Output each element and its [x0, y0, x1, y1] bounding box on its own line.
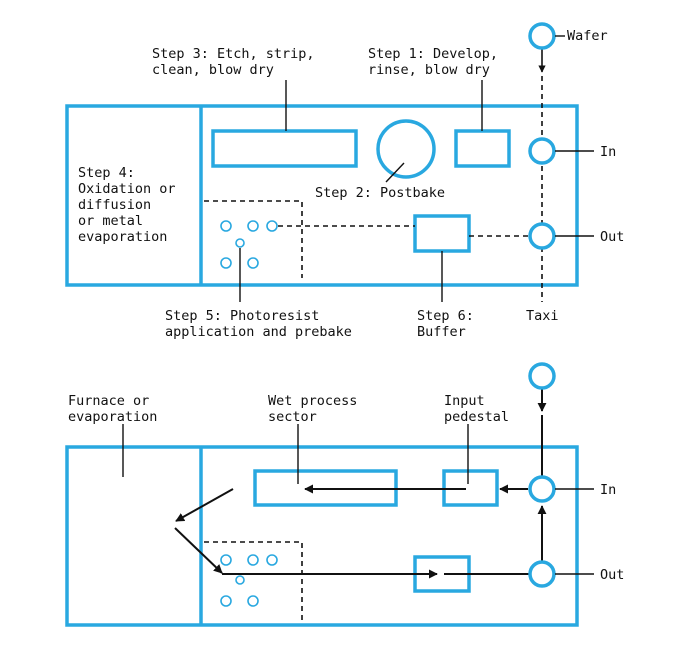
step2-leader — [385, 162, 405, 183]
top-diagram: Wafer Step 1: Develop, rinse, blow dry S… — [65, 22, 624, 340]
furnace-label: Furnace or evaporation — [68, 393, 157, 425]
step1-label: Step 1: Develop, rinse, blow dry — [368, 46, 506, 78]
flow-arrow-to-furnace — [175, 488, 234, 522]
bottom-outer-frame — [65, 445, 579, 627]
step2-label: Step 2: Postbake — [315, 185, 445, 201]
top-postbake-oven — [376, 119, 436, 179]
step5-label: Step 5: Photoresist application and preb… — [165, 308, 352, 340]
bottom-in-port — [528, 475, 556, 503]
top-in-port — [528, 137, 556, 165]
top-photoresist-nozzles — [220, 220, 278, 269]
bottom-photoresist-zone-outline — [204, 541, 303, 620]
top-in-label: In — [600, 144, 616, 160]
top-outer-frame — [65, 104, 579, 287]
step4-label: Step 4: Oxidation or diffusion or metal … — [78, 165, 184, 245]
wafer-label: Wafer — [567, 28, 608, 44]
bottom-wafer-circle — [528, 362, 556, 390]
top-out-label: Out — [600, 229, 624, 245]
bottom-out-label: Out — [600, 567, 624, 583]
top-buffer-station — [413, 214, 471, 253]
wet-process-label: Wet process sector — [268, 393, 366, 425]
bottom-in-label: In — [600, 482, 616, 498]
step6-label: Step 6: Buffer — [417, 308, 482, 340]
bottom-out-port — [528, 560, 556, 588]
flow-arrow-to-photoresist — [174, 527, 223, 574]
top-etch-station — [211, 129, 358, 168]
bottom-photoresist-nozzles — [220, 554, 278, 607]
bottom-diagram: Furnace or evaporation Wet process secto… — [65, 362, 624, 627]
input-pedestal-label: Input pedestal — [444, 393, 509, 425]
top-develop-station — [454, 129, 511, 168]
top-out-port — [528, 222, 556, 250]
top-photoresist-zone-outline — [204, 200, 303, 278]
taxi-label: Taxi — [526, 308, 559, 324]
step3-label: Step 3: Etch, strip, clean, blow dry — [152, 46, 323, 78]
top-wafer-circle — [528, 22, 556, 50]
